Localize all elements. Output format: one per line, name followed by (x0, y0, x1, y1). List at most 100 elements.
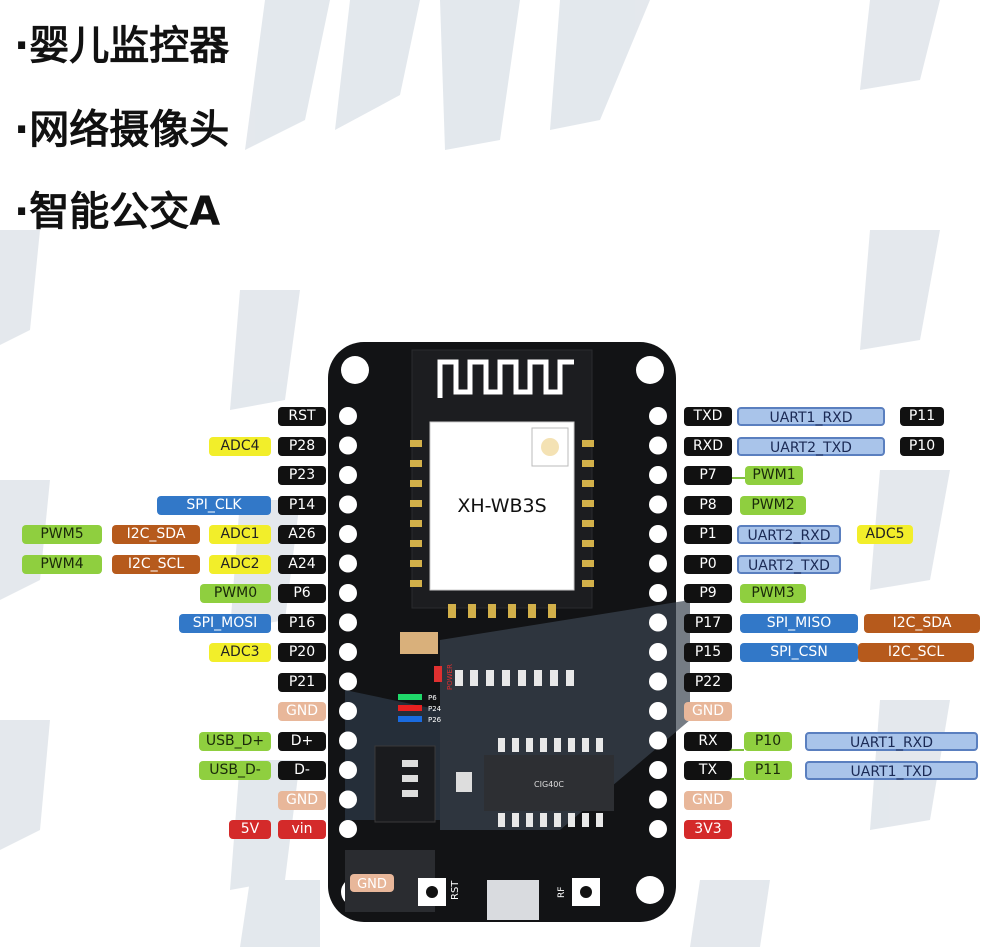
header-pin-hole (649, 731, 667, 750)
right-pin-function-label: I2C_SDA (864, 613, 980, 633)
left-pin-function-label: PWM5 (22, 525, 102, 544)
board-gnd-label: GND (357, 877, 387, 892)
mount-hole (341, 356, 369, 384)
header-pin-hole (339, 584, 357, 602)
header-pin-hole (339, 495, 357, 514)
header-pin-hole (649, 643, 667, 661)
mount-hole (636, 356, 664, 384)
header-pin-hole (649, 790, 667, 809)
header-pin-hole (339, 790, 357, 809)
left-pin-label: RST (278, 407, 326, 426)
left-pin-function-label: ADC1 (209, 525, 271, 544)
right-pin-function-label: PWM1 (745, 466, 803, 485)
right-pin-function-label: PWM2 (740, 495, 806, 515)
header-pin-hole (339, 731, 357, 750)
header-pin-hole (339, 761, 357, 779)
header-pin-hole (339, 436, 357, 455)
left-pin-label: P6 (278, 584, 326, 603)
left-pin-function-label: USB_D- (199, 761, 271, 780)
right-pin-label: P15 (684, 643, 732, 662)
right-pin-label: RX (684, 731, 732, 751)
right-pin-function-label: UART2_TXD (737, 554, 841, 574)
right-pin-label: TXD (684, 407, 732, 426)
header-pin-hole (649, 613, 667, 632)
header-pin-hole (339, 525, 357, 543)
left-pin-label: P14 (278, 495, 326, 515)
header-pin-hole (649, 466, 667, 484)
right-pin-label: GND (684, 702, 732, 721)
header-pin-hole (339, 672, 357, 691)
right-pin-label: P7 (684, 466, 732, 485)
left-pin-function-label: PWM4 (22, 554, 102, 574)
left-pin-function-label: SPI_MOSI (179, 613, 271, 633)
right-pin-function-label: UART1_RXD (805, 731, 978, 751)
rst-button-label: RST (450, 880, 461, 900)
right-pin-function-label: SPI_CSN (740, 643, 858, 662)
header-pin-hole (649, 525, 667, 543)
left-pin-label: P23 (278, 466, 326, 485)
right-pin-label: P8 (684, 495, 732, 515)
left-pin-label: P16 (278, 613, 326, 633)
right-pin-label: GND (684, 790, 732, 810)
header-pin-hole (649, 702, 667, 720)
right-pin-label: RXD (684, 436, 732, 456)
module-pads (410, 440, 594, 618)
usb-chip (484, 755, 614, 811)
right-pin-function-label: P10 (900, 436, 944, 456)
right-pin-function-label: PWM3 (740, 584, 806, 603)
left-pin-label: GND (278, 702, 326, 721)
right-pin-function-label: UART1_RXD (737, 407, 885, 426)
right-pin-label: P1 (684, 525, 732, 544)
right-pin-label: P22 (684, 672, 732, 692)
left-pin-function-label: SPI_CLK (157, 495, 271, 515)
left-pin-function-label: I2C_SDA (112, 525, 200, 544)
left-pin-label: P21 (278, 672, 326, 692)
left-pin-label: GND (278, 790, 326, 810)
bullet-item-2: ·网络摄像头 (14, 107, 230, 153)
led-label-p6: P6 (428, 694, 437, 702)
header-pin-hole (649, 761, 667, 779)
left-pin-function-label: ADC2 (209, 554, 271, 574)
mount-hole (636, 876, 664, 904)
right-pin-label: P9 (684, 584, 732, 603)
right-pin-function-label: ADC5 (857, 525, 913, 544)
left-pin-label: A24 (278, 554, 326, 574)
module-name: XH-WB3S (457, 495, 546, 517)
header-pin-hole (649, 495, 667, 514)
right-pin-function-label: UART2_RXD (737, 525, 841, 544)
left-pin-label: D+ (278, 731, 326, 751)
left-pin-function-label: PWM0 (200, 584, 271, 603)
power-label: POWER (446, 664, 454, 690)
right-pin-function-label: SPI_MISO (740, 613, 858, 633)
header-pin-hole (649, 436, 667, 455)
left-pin-function-label: ADC4 (209, 436, 271, 456)
left-pin-label: P28 (278, 436, 326, 456)
header-pin-hole (649, 407, 667, 425)
left-pin-function-label: ADC3 (209, 643, 271, 662)
bullet-item-3: ·智能公交A (14, 189, 221, 235)
right-pin-label: 3V3 (684, 820, 732, 839)
left-pin-label: D- (278, 761, 326, 780)
header-holes (339, 407, 667, 838)
header-pin-hole (339, 702, 357, 720)
right-pin-function-label: UART1_TXD (805, 761, 978, 780)
header-pin-hole (339, 613, 357, 632)
header-pin-hole (339, 407, 357, 425)
right-pin-function-label: P11 (900, 407, 944, 426)
right-pin-label: P0 (684, 554, 732, 574)
rf-label: RF (557, 887, 567, 898)
header-pin-hole (649, 820, 667, 838)
left-pin-label: P20 (278, 643, 326, 662)
antenna-trace (437, 359, 574, 398)
right-pin-function-label: UART2_TXD (737, 436, 885, 456)
left-pin-label: vin (278, 820, 326, 839)
header-pin-hole (339, 554, 357, 573)
header-pin-hole (339, 466, 357, 484)
header-pin-hole (339, 820, 357, 838)
header-pin-hole (649, 672, 667, 691)
right-pin-function-label: P11 (744, 761, 792, 780)
left-pin-function-label: USB_D+ (199, 731, 271, 751)
bullet-item-1: ·婴儿监控器 (14, 23, 230, 69)
led-label-p24: P24 (428, 705, 442, 713)
